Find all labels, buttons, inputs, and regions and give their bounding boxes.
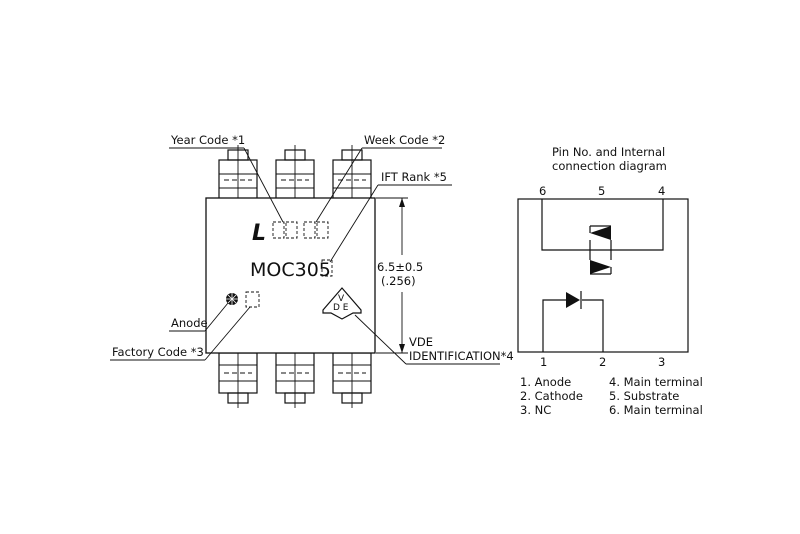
- year-code-boxes: [272, 221, 298, 239]
- svg-text:IDENTIFICATION*4: IDENTIFICATION*4: [409, 349, 514, 363]
- svg-text:Year Code *1: Year Code *1: [170, 133, 245, 147]
- connection-diagram: Pin No. and Internal connection diagram …: [517, 145, 703, 417]
- callout-anode: Anode: [169, 302, 229, 332]
- dimension-value: 6.5±0.5: [377, 260, 423, 274]
- callout-week-code: Week Code *2: [315, 133, 445, 223]
- svg-text:VDE: VDE: [409, 335, 433, 349]
- pin-label-2: 2: [599, 355, 606, 369]
- diagram-title-line2: connection diagram: [552, 159, 667, 173]
- svg-text:Anode: Anode: [171, 316, 208, 330]
- lead-bottom-right: [332, 345, 372, 408]
- callout-year-code: Year Code *1: [169, 133, 284, 223]
- package-body: [205, 197, 376, 354]
- top-leads: [218, 145, 372, 201]
- svg-text:D E: D E: [333, 303, 349, 313]
- legend-item: 1. Anode: [520, 375, 571, 389]
- legend-item: 3. NC: [520, 403, 551, 417]
- vde-mark-icon: V D E: [322, 287, 362, 320]
- pin-legend: 1. Anode 2. Cathode 3. NC 4. Main termin…: [520, 375, 703, 417]
- callout-factory-code: Factory Code *3: [110, 306, 251, 361]
- legend-item: 4. Main terminal: [609, 375, 703, 389]
- legend-item: 6. Main terminal: [609, 403, 703, 417]
- legend-item: 5. Substrate: [609, 389, 679, 403]
- package-outline-drawing: L MOC305 V D E: [110, 133, 514, 408]
- callout-ift-rank: IFT Rank *5: [329, 170, 452, 263]
- svg-text:IFT Rank *5: IFT Rank *5: [381, 170, 447, 184]
- height-dimension: 6.5±0.5 (.256): [376, 197, 423, 354]
- svg-text:Week Code *2: Week Code *2: [364, 133, 445, 147]
- svg-text:V: V: [338, 294, 345, 304]
- lead-top-right: [332, 145, 372, 201]
- dimension-inch: (.256): [381, 274, 416, 288]
- diagram-title-line1: Pin No. and Internal: [552, 145, 665, 159]
- legend-item: 2. Cathode: [520, 389, 583, 403]
- pin-label-3: 3: [658, 355, 665, 369]
- manufacturer-logo: L: [252, 221, 266, 246]
- anode-marker-icon: [226, 293, 238, 305]
- svg-text:Factory Code *3: Factory Code *3: [112, 345, 204, 359]
- part-number: MOC305: [250, 259, 331, 281]
- pin-label-5: 5: [598, 184, 605, 198]
- led-diode-icon: [542, 291, 604, 352]
- bottom-leads: [218, 345, 372, 408]
- ift-rank-box: [321, 259, 333, 277]
- lead-bottom-left: [218, 345, 258, 408]
- factory-code-box: [245, 291, 260, 308]
- week-code-boxes: [303, 221, 329, 239]
- lead-top-left: [218, 145, 258, 201]
- pin-label-6: 6: [539, 184, 546, 198]
- pin-label-4: 4: [658, 184, 665, 198]
- pin-label-1: 1: [540, 355, 547, 369]
- lead-top-middle: [275, 145, 315, 201]
- lead-bottom-middle: [275, 345, 315, 408]
- callout-vde-identification: VDE IDENTIFICATION*4: [354, 314, 514, 365]
- triac-symbol-icon: [541, 199, 664, 275]
